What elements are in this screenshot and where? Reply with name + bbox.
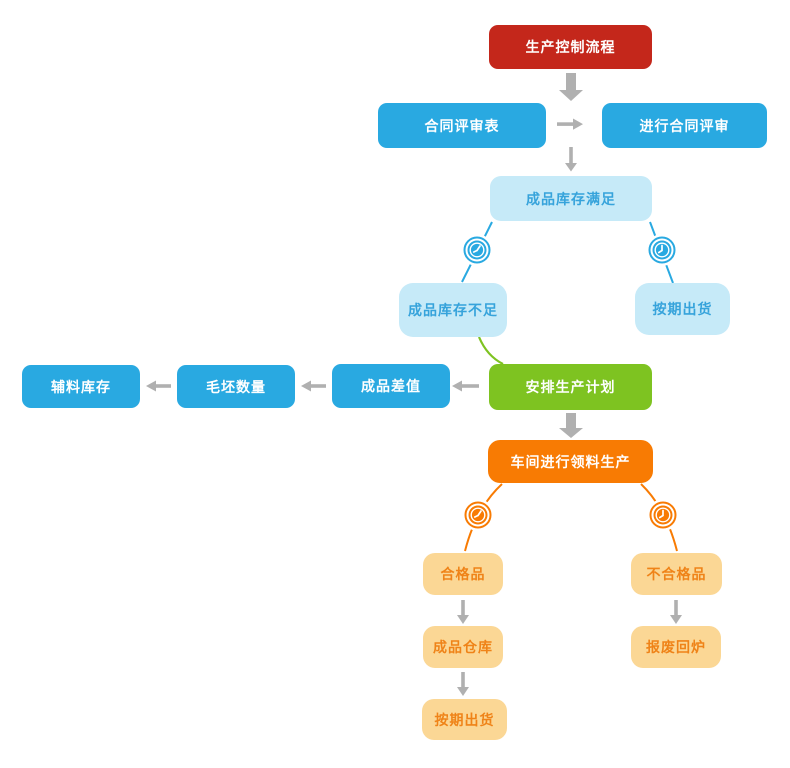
- node-finished-goods-warehouse: 成品仓库: [423, 626, 503, 668]
- node-arrange-production-plan: 安排生产计划: [489, 364, 652, 410]
- node-workshop-picking-production: 车间进行领料生产: [488, 440, 653, 483]
- arrow-blank-to-aux: [146, 380, 171, 392]
- arrow-warehouse-down: [457, 672, 469, 696]
- arrow-plan-to-diff: [452, 380, 479, 392]
- node-ship-on-schedule-top: 按期出货: [635, 283, 730, 335]
- node-blank-quantity: 毛坯数量: [177, 365, 295, 408]
- node-qualified-product: 合格品: [423, 553, 503, 595]
- arrow-qualified-down: [457, 600, 469, 624]
- arrow-form-to-review: [557, 118, 583, 130]
- node-production-control-process: 生产控制流程: [489, 25, 652, 69]
- node-auxiliary-material-stock: 辅料库存: [22, 365, 140, 408]
- arrow-unqualified-down: [670, 600, 682, 624]
- node-contract-review-form: 合同评审表: [378, 103, 546, 148]
- clock-icon: [461, 234, 493, 266]
- connector-short-to-plan: [477, 336, 504, 365]
- arrow-start-down: [559, 73, 583, 101]
- arrow-plan-down: [559, 413, 583, 438]
- node-ship-on-schedule-bottom: 按期出货: [422, 699, 507, 740]
- clock-icon: [646, 234, 678, 266]
- clock-icon: [647, 499, 679, 531]
- node-conduct-contract-review: 进行合同评审: [602, 103, 767, 148]
- arrow-diff-to-blank: [301, 380, 326, 392]
- arrow-review-down: [565, 147, 577, 172]
- node-unqualified-product: 不合格品: [631, 553, 722, 595]
- node-finished-goods-difference: 成品差值: [332, 364, 450, 408]
- clock-icon: [462, 499, 494, 531]
- node-finished-stock-sufficient: 成品库存满足: [490, 176, 652, 221]
- node-finished-stock-insufficient: 成品库存不足: [399, 283, 507, 337]
- node-scrap-remelt: 报废回炉: [631, 626, 721, 668]
